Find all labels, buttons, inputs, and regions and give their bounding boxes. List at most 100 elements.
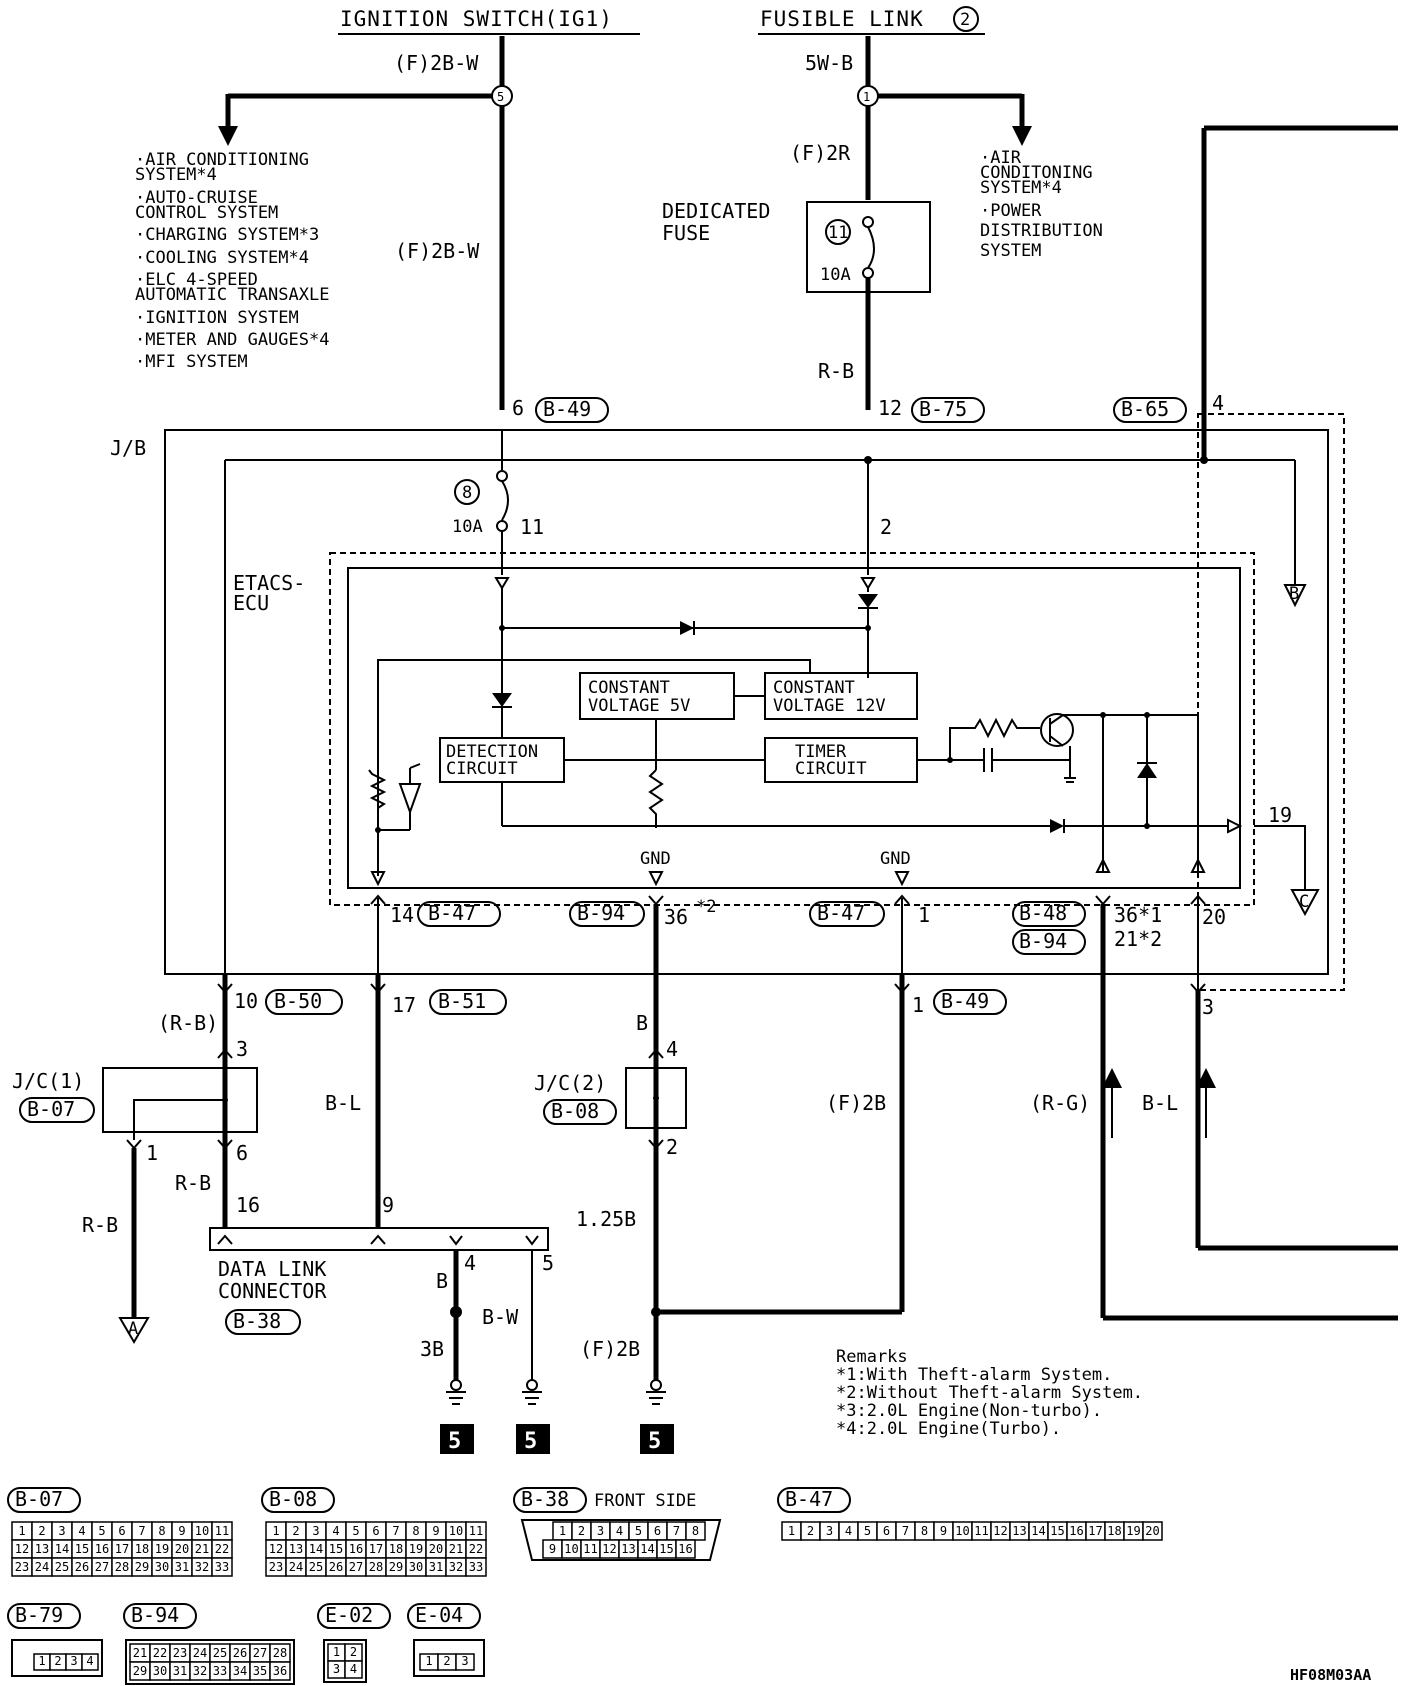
svg-text:CIRCUIT: CIRCUIT	[795, 759, 867, 779]
svg-text:R-B: R-B	[175, 1171, 211, 1195]
svg-text:33: 33	[215, 1560, 229, 1574]
svg-text:5: 5	[98, 1524, 105, 1538]
svg-text:21: 21	[133, 1646, 147, 1660]
svg-text:B-08: B-08	[269, 1487, 317, 1511]
svg-text:18: 18	[135, 1542, 149, 1556]
svg-text:15: 15	[329, 1542, 343, 1556]
svg-text:25: 25	[213, 1646, 227, 1660]
svg-text:10: 10	[234, 989, 258, 1013]
svg-text:4: 4	[78, 1524, 85, 1538]
svg-text:VOLTAGE 5V: VOLTAGE 5V	[588, 696, 690, 716]
svg-text:16: 16	[349, 1542, 363, 1556]
svg-text:21: 21	[449, 1542, 463, 1556]
svg-text:30: 30	[153, 1664, 167, 1678]
svg-text:CIRCUIT: CIRCUIT	[446, 759, 518, 779]
svg-text:13: 13	[1012, 1524, 1026, 1538]
svg-text:CONDITONING: CONDITONING	[980, 163, 1093, 183]
svg-text:3: 3	[58, 1524, 65, 1538]
svg-text:20: 20	[429, 1542, 443, 1556]
svg-text:5: 5	[635, 1524, 642, 1538]
svg-text:17: 17	[392, 993, 416, 1017]
svg-text:*1:With Theft-alarm System.: *1:With Theft-alarm System.	[836, 1365, 1112, 1385]
svg-text:2: 2	[350, 1645, 357, 1659]
svg-text:8: 8	[158, 1524, 165, 1538]
svg-text:VOLTAGE 12V: VOLTAGE 12V	[773, 696, 886, 716]
svg-text:18: 18	[389, 1542, 403, 1556]
svg-text:SYSTEM*4: SYSTEM*4	[135, 165, 217, 185]
jb-label: J/B	[110, 436, 146, 460]
jb-fuse-amp: 10A	[452, 517, 483, 537]
arrow-b-label: B	[1289, 584, 1299, 604]
svg-text:5: 5	[448, 1429, 461, 1454]
svg-text:DISTRIBUTION: DISTRIBUTION	[980, 221, 1103, 241]
svg-text:4: 4	[845, 1524, 852, 1538]
svg-text:4: 4	[464, 1251, 476, 1275]
svg-text:29: 29	[135, 1560, 149, 1574]
svg-text:B-W: B-W	[482, 1305, 519, 1329]
conn-b48: B-48	[1019, 901, 1067, 925]
svg-text:7: 7	[902, 1524, 909, 1538]
connector-cell	[1142, 1521, 1163, 1541]
svg-text:E-04: E-04	[415, 1603, 463, 1627]
svg-text:5: 5	[864, 1524, 871, 1538]
svg-text:11: 11	[469, 1524, 483, 1538]
svg-text:32: 32	[193, 1664, 207, 1678]
fusible-link-number: 2	[960, 10, 970, 30]
svg-text:26: 26	[75, 1560, 89, 1574]
svg-text:31: 31	[173, 1664, 187, 1678]
svg-text:5: 5	[542, 1251, 554, 1275]
svg-text:B-79: B-79	[15, 1603, 63, 1627]
conn-b94: B-94	[577, 901, 625, 925]
svg-text:20: 20	[1145, 1524, 1159, 1538]
svg-text:FRONT SIDE: FRONT SIDE	[594, 1491, 696, 1511]
svg-text:16: 16	[1069, 1524, 1083, 1538]
svg-text:4: 4	[350, 1662, 357, 1676]
svg-text:1: 1	[912, 993, 924, 1017]
svg-text:(R-B): (R-B)	[158, 1011, 218, 1035]
svg-text:4: 4	[86, 1654, 93, 1668]
svg-text:17: 17	[115, 1542, 129, 1556]
svg-text:(F)2B: (F)2B	[826, 1091, 886, 1115]
svg-text:12: 12	[269, 1542, 283, 1556]
svg-text:14: 14	[309, 1542, 323, 1556]
svg-text:16: 16	[95, 1542, 109, 1556]
svg-text:21: 21	[195, 1542, 209, 1556]
jc1-label: J/C(1)	[12, 1069, 84, 1093]
svg-text:35: 35	[253, 1664, 267, 1678]
svg-text:TIMER: TIMER	[795, 742, 847, 762]
svg-text:CONSTANT: CONSTANT	[588, 678, 670, 698]
svg-text:11: 11	[974, 1524, 988, 1538]
svg-text:23: 23	[15, 1560, 29, 1574]
conn-b94-b: B-94	[1019, 929, 1067, 953]
ignition-switch-label: IGNITION SWITCH(IG1)	[340, 7, 613, 31]
conn-b07-label: B-07	[27, 1097, 75, 1121]
connector-cell	[211, 1557, 233, 1577]
dedicated-fuse-amp: 10A	[820, 265, 851, 285]
svg-text:B: B	[636, 1011, 648, 1035]
left-systems-list: ·AIR CONDITIONING SYSTEM*4 ·AUTO-CRUISE …	[135, 150, 329, 372]
svg-text:10: 10	[955, 1524, 969, 1538]
svg-text:22: 22	[215, 1542, 229, 1556]
svg-text:4: 4	[666, 1037, 678, 1061]
svg-text:27: 27	[253, 1646, 267, 1660]
svg-text:13: 13	[289, 1542, 303, 1556]
svg-text:28: 28	[273, 1646, 287, 1660]
svg-text:14: 14	[640, 1542, 654, 1556]
right-systems-list: ·AIR CONDITONING SYSTEM*4 ·POWER DISTRIB…	[980, 148, 1103, 261]
svg-text:21*2: 21*2	[1114, 927, 1162, 951]
svg-text:B-47: B-47	[785, 1487, 833, 1511]
svg-text:9: 9	[178, 1524, 185, 1538]
dedicated-fuse-num: 11	[828, 223, 848, 243]
connector-cell	[81, 1653, 99, 1671]
ig-wire-label-2: (F)2B-W	[395, 239, 480, 263]
svg-text:32: 32	[195, 1560, 209, 1574]
svg-text:2: 2	[292, 1524, 299, 1538]
svg-text:5: 5	[648, 1429, 661, 1454]
conn-b75: B-75	[919, 397, 967, 421]
arrow-c-label: C	[1299, 892, 1309, 912]
junction-5-label: 5	[497, 90, 504, 104]
svg-text:9: 9	[432, 1524, 439, 1538]
